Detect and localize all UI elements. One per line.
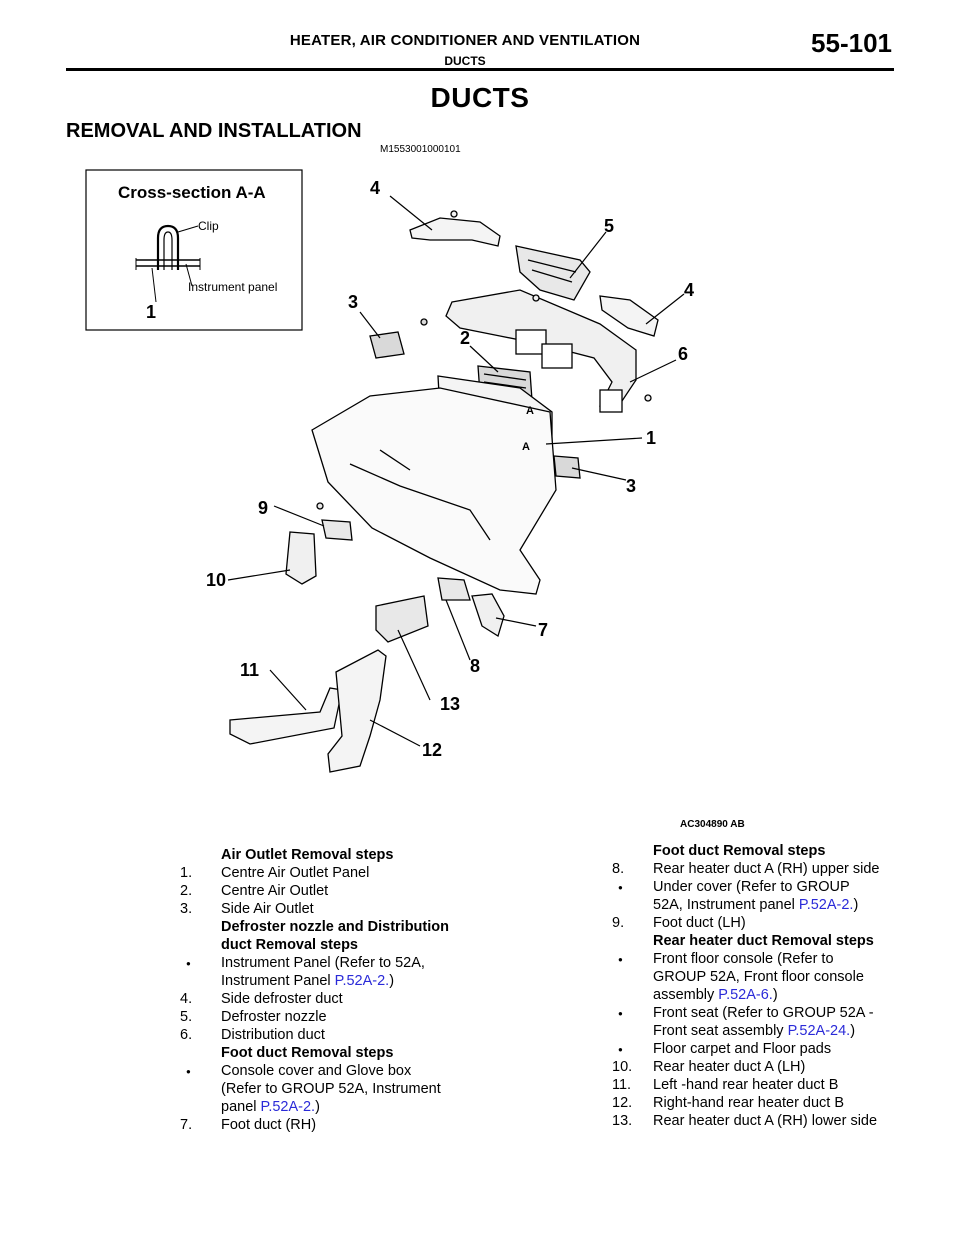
part-side-air-outlet-right: [553, 455, 581, 479]
callout-5: 5: [604, 216, 614, 236]
rear-heater-title: Rear heater duct Removal steps: [653, 933, 874, 949]
step-item: 3.Side Air Outlet: [180, 901, 314, 917]
part-foot-duct-lh: [316, 502, 353, 541]
step-item: 1.Centre Air Outlet Panel: [180, 865, 370, 881]
inset-panel-label: Instrument panel: [188, 280, 277, 294]
callout-4-right: 4: [684, 280, 694, 300]
callout-3-left: 3: [348, 292, 358, 312]
callout-7: 7: [538, 620, 548, 640]
page-number: 55-101: [811, 28, 892, 58]
right-procedure-column: Foot duct Removal steps 8.Rear heater du…: [612, 842, 912, 1130]
foot-duct-title-left: Foot duct Removal steps: [221, 1045, 394, 1061]
callout-6: 6: [678, 344, 688, 364]
callout-1: 1: [646, 428, 656, 448]
step-item: 9.Foot duct (LH): [612, 915, 746, 931]
inset-clip-label: Clip: [198, 219, 219, 233]
air-outlet-title: Air Outlet Removal steps: [221, 847, 394, 863]
callout-3-right: 3: [626, 476, 636, 496]
inset-callout-1: 1: [146, 302, 156, 322]
step-item: 6.Distribution duct: [180, 1027, 325, 1043]
callout-4-top: 4: [370, 178, 380, 198]
part-defroster-nozzle: [515, 245, 591, 301]
header-rule: [66, 68, 894, 71]
section-mark-a-lower: A: [522, 441, 530, 453]
callout-8: 8: [470, 656, 480, 676]
part-side-defroster-duct-upper: [409, 210, 501, 247]
callout-9: 9: [258, 498, 268, 518]
step-item: 5.Defroster nozzle: [180, 1009, 327, 1025]
step-item: 12.Right-hand rear heater duct B: [612, 1095, 845, 1111]
callout-10: 10: [206, 570, 226, 590]
header-subtitle: DUCTS: [444, 54, 486, 68]
bullet-item: Front seat (Refer to GROUP 52A - Front s…: [612, 1004, 912, 1040]
section-code: M1553001000101: [380, 144, 461, 155]
part-distribution-duct: [445, 289, 652, 413]
step-item: 7.Foot duct (RH): [180, 1117, 317, 1133]
bullet-item: Console cover and Glove box (Refer to GR…: [180, 1062, 480, 1116]
link-p52a-2[interactable]: P.52A-2.: [334, 973, 390, 989]
link-p52a-6[interactable]: P.52A-6.: [718, 987, 773, 1003]
part-rear-heater-duct-a-lh: [285, 531, 317, 585]
bullet-item: Instrument Panel (Refer to 52A, Instrume…: [180, 954, 480, 990]
diagram-svg: Cross-section A-A Clip Instrument panel …: [85, 169, 694, 773]
section-title: REMOVAL AND INSTALLATION: [66, 120, 362, 142]
step-item: 10.Rear heater duct A (LH): [612, 1059, 806, 1075]
figure-code: AC304890 AB: [680, 819, 745, 830]
link-p52a-2[interactable]: P.52A-2.: [798, 897, 854, 913]
cross-section-inset: Cross-section A-A Clip Instrument panel …: [85, 169, 303, 331]
step-item: 11.Left -hand rear heater duct B: [612, 1077, 839, 1093]
step-item: 2.Centre Air Outlet: [180, 883, 329, 899]
defroster-title: Defroster nozzle and Distribution duct R…: [221, 919, 449, 953]
bullet-item: Under cover (Refer to GROUP 52A, Instrum…: [612, 878, 912, 914]
part-side-defroster-duct-right: [599, 295, 659, 337]
link-p52a-24[interactable]: P.52A-24.: [787, 1023, 851, 1039]
part-rear-heater-duct-b-left: [229, 687, 343, 745]
part-foot-duct-rh: [471, 593, 505, 638]
leader-lines: [227, 195, 685, 747]
header-title: HEATER, AIR CONDITIONER AND VENTILATION: [289, 32, 641, 49]
callout-11: 11: [240, 660, 259, 680]
section-mark-a-upper: A: [526, 405, 534, 417]
callout-2: 2: [460, 328, 470, 348]
step-item: 13.Rear heater duct A (RH) lower side: [612, 1113, 878, 1129]
callout-12: 12: [422, 740, 442, 760]
left-procedure-column: Air Outlet Removal steps 1.Centre Air Ou…: [180, 846, 480, 1134]
step-item: 4.Side defroster duct: [180, 991, 343, 1007]
part-instrument-panel: [311, 387, 557, 595]
bullet-item: Front floor console (Refer to GROUP 52A,…: [612, 950, 912, 1004]
ducts-exploded-diagram: Cross-section A-A Clip Instrument panel …: [80, 160, 880, 840]
part-rear-heater-duct-a-rh-upper: [437, 577, 471, 601]
part-rear-heater-duct-b-right: [327, 649, 387, 773]
part-side-air-outlet-left: [369, 318, 428, 359]
inset-title: Cross-section A-A: [118, 183, 266, 202]
foot-duct-title-right: Foot duct Removal steps: [653, 843, 826, 859]
part-rear-heater-duct-a-rh-lower: [375, 595, 429, 643]
link-p52a-2[interactable]: P.52A-2.: [260, 1099, 316, 1115]
step-item: 8.Rear heater duct A (RH) upper side: [612, 861, 880, 877]
bullet-item: Floor carpet and Floor pads: [612, 1040, 912, 1059]
callout-13: 13: [440, 694, 460, 714]
page-title: DUCTS: [430, 82, 530, 113]
